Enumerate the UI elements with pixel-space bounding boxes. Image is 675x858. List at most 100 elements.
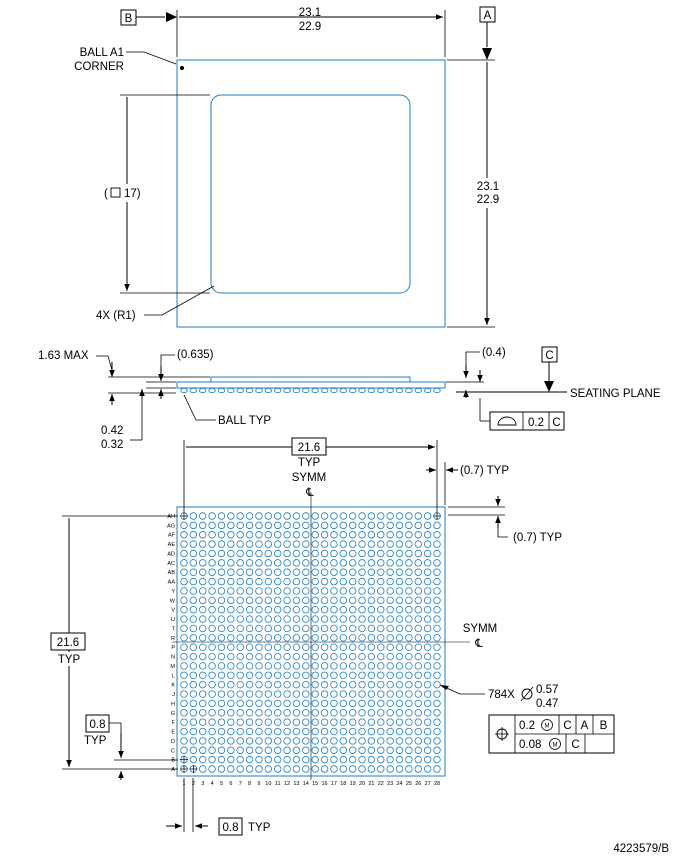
row-label: F (172, 720, 176, 726)
ball (302, 755, 310, 764)
ball (208, 549, 216, 558)
side-ball (386, 387, 394, 394)
col-label: 23 (387, 781, 393, 787)
centerline-top-icon: ℄ (305, 487, 314, 499)
side-ball (236, 387, 244, 394)
ball (227, 727, 235, 736)
ball (189, 606, 198, 614)
ball (330, 680, 338, 689)
ball (208, 765, 216, 773)
ball (283, 587, 291, 595)
ball (423, 521, 432, 530)
ball (283, 746, 291, 754)
ball (255, 549, 263, 558)
ball (367, 587, 376, 595)
ball (227, 662, 235, 670)
ball (311, 624, 319, 633)
top-view: B 23.1 22.9 A 23.1 22.9 BALL A1 CORNER (… (74, 6, 504, 328)
ball (208, 615, 216, 623)
edge-offset-right-label: (0.7) TYP (513, 532, 562, 544)
horiz-span-value: 21.6 (298, 442, 320, 454)
ball (274, 643, 282, 651)
ball (339, 540, 347, 548)
ball (199, 512, 207, 520)
row-label: AE (168, 542, 176, 548)
ball (245, 521, 254, 530)
ball (292, 615, 301, 623)
ball (283, 680, 291, 689)
ball (302, 699, 310, 708)
ball (367, 559, 376, 567)
ball (274, 634, 282, 642)
ball-a1-marker (180, 66, 184, 70)
ball (311, 680, 319, 689)
ball (320, 540, 329, 548)
ball (377, 512, 385, 520)
ball (180, 577, 188, 586)
ball (264, 559, 273, 567)
ball (274, 624, 282, 633)
side-ball (414, 387, 422, 394)
side-ball (320, 387, 329, 394)
ball (199, 746, 207, 754)
ball (339, 718, 347, 726)
ball (386, 512, 394, 520)
ball (377, 643, 385, 651)
ball (255, 680, 263, 689)
ball (348, 587, 357, 595)
ball (274, 521, 282, 530)
ball (367, 540, 376, 548)
side-ball (367, 387, 376, 394)
ball (367, 699, 376, 708)
ball (395, 755, 404, 764)
ball (274, 596, 282, 605)
ball-typ-label: BALL TYP (218, 415, 271, 427)
ball (302, 662, 310, 670)
ball (386, 709, 394, 717)
side-ball (302, 387, 310, 394)
edge-clearance-label: (0.4) (482, 347, 506, 359)
ball-height-min: 0.32 (101, 439, 123, 451)
ball (180, 709, 188, 717)
col-label: 21 (368, 781, 374, 787)
ball (264, 634, 273, 642)
ball (199, 606, 207, 614)
ball (386, 718, 394, 726)
row-label: V (171, 608, 175, 614)
ball (189, 559, 198, 567)
ball (377, 606, 385, 614)
side-ball (227, 387, 235, 394)
ball (199, 531, 207, 539)
corner-radius-leader (144, 285, 215, 316)
ball (227, 737, 235, 745)
ball (255, 727, 263, 736)
ball (320, 521, 329, 530)
ball (386, 755, 394, 764)
ball (264, 531, 273, 539)
ball (423, 680, 432, 689)
ball (180, 737, 188, 745)
ball (367, 531, 376, 539)
ball (199, 709, 207, 717)
ball (245, 737, 254, 745)
ball (208, 577, 216, 586)
ball (264, 521, 273, 530)
ball (245, 587, 254, 595)
ball (236, 755, 244, 764)
ball (255, 606, 263, 614)
ball (302, 690, 310, 698)
row-label: H (171, 701, 175, 707)
ball (395, 596, 404, 605)
ball (199, 680, 207, 689)
ball (217, 596, 226, 605)
ball (292, 765, 301, 773)
horiz-span-typ: TYP (298, 457, 321, 469)
ball (330, 596, 338, 605)
pos-datum-1: C (563, 720, 571, 732)
ball (377, 727, 385, 736)
ball (217, 718, 226, 726)
ball (274, 512, 282, 520)
ball (208, 680, 216, 689)
ball (330, 718, 338, 726)
